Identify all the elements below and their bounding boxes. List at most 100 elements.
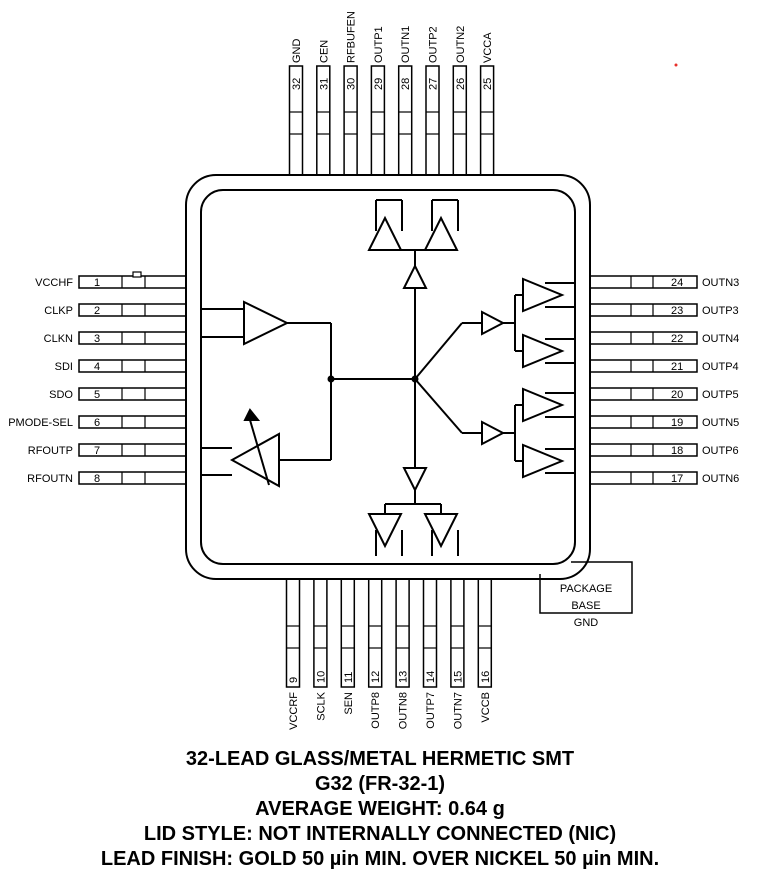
- pin-3: 3 CLKN: [44, 331, 187, 345]
- pin-name: OUTN4: [702, 333, 739, 345]
- pin-name: PMODE-SEL: [8, 417, 73, 429]
- pin-name: RFOUTP: [28, 445, 73, 457]
- pin-number: 8: [94, 473, 100, 485]
- pin-number: 27: [428, 78, 440, 90]
- pin-name: SEN: [343, 692, 355, 715]
- caption-line-5: LEAD FINISH: GOLD 50 µin MIN. OVER NICKE…: [100, 848, 660, 870]
- pin-number: 3: [94, 333, 100, 345]
- pin-number: 16: [480, 671, 492, 683]
- pin-31: 31 CEN: [316, 40, 331, 176]
- pin-name: OUTP2: [428, 26, 440, 63]
- pin-number: 17: [671, 473, 683, 485]
- pin-21: 21 OUTP4: [589, 359, 739, 373]
- pin-number: 1: [94, 277, 100, 289]
- pin-name: GND: [291, 39, 303, 64]
- pin-name: SCLK: [315, 691, 327, 720]
- pin-7: 7 RFOUTP: [28, 443, 187, 457]
- pin-name: VCCRF: [288, 692, 300, 730]
- pin-number: 13: [398, 671, 410, 683]
- package-base-line-1: PACKAGE: [560, 583, 612, 595]
- pin-number: 18: [671, 445, 683, 457]
- pin-name: OUTN6: [702, 473, 739, 485]
- pin-27: 27 OUTP2: [425, 26, 440, 176]
- caption-line-2: G32 (FR-32-1): [314, 773, 446, 795]
- package-base-line-3: GND: [574, 617, 599, 629]
- package-base-tab: PACKAGE BASE GND: [539, 561, 633, 629]
- package-base-line-2: BASE: [571, 600, 600, 612]
- pin-17: 17 OUTN6: [589, 471, 739, 485]
- pin-number: 21: [671, 361, 683, 373]
- caption-line-1: 32-LEAD GLASS/METAL HERMETIC SMT: [185, 748, 575, 770]
- pin-number: 2: [94, 305, 100, 317]
- pin-1: 1 VCCHF: [35, 271, 187, 289]
- pin-24: 24 OUTN3: [589, 275, 739, 289]
- pin-number: 20: [671, 389, 683, 401]
- internal-circuit: [201, 199, 575, 556]
- pin-number: 11: [343, 672, 355, 683]
- pin-number: 4: [94, 361, 100, 373]
- pin-name: CLKP: [44, 305, 73, 317]
- pin-29: 29 OUTP1: [370, 26, 386, 176]
- marker-dot: [674, 63, 678, 67]
- pin-18: 18 OUTP6: [589, 443, 739, 457]
- pin-number: 9: [288, 677, 300, 683]
- pin-number: 31: [318, 78, 330, 90]
- pin-name: VCCHF: [35, 277, 73, 289]
- pin-number: 5: [94, 389, 100, 401]
- pins-layer: 32GND31CEN30RFBUFEN29OUTP128OUTN127OUTP2…: [8, 11, 739, 730]
- pin-name: SDI: [55, 361, 73, 373]
- pin-25: 25 VCCA: [479, 32, 495, 176]
- pin-name: OUTP6: [702, 445, 739, 457]
- package-outline: [185, 174, 591, 580]
- pin-name: OUTP1: [373, 26, 385, 63]
- pin-19: 19 OUTN5: [589, 415, 739, 429]
- pin-name: OUTN3: [702, 277, 739, 289]
- pin-1-index-mark: [132, 271, 142, 278]
- pin-name: CEN: [318, 40, 330, 63]
- pin-26: 26 OUTN2: [452, 26, 468, 176]
- pin-6: 6 PMODE-SEL: [8, 415, 187, 429]
- pin-name: OUTP3: [702, 305, 739, 317]
- pin-number: 23: [671, 305, 683, 317]
- pin-name: OUTP8: [370, 692, 382, 729]
- pin-5: 5 SDO: [49, 387, 187, 401]
- caption-line-4: LID STYLE: NOT INTERNALLY CONNECTED (NIC…: [143, 823, 617, 845]
- pin-number: 6: [94, 417, 100, 429]
- pin-name: OUTN8: [398, 692, 410, 729]
- pin-number: 7: [94, 445, 100, 457]
- pin-name: CLKN: [44, 333, 73, 345]
- pin-name: VCCA: [482, 32, 494, 63]
- pin-name: OUTP4: [702, 361, 739, 373]
- pin-4: 4 SDI: [55, 359, 187, 373]
- pin-number: 24: [671, 277, 683, 289]
- pin-number: 28: [400, 78, 412, 90]
- pin-name: OUTN2: [455, 26, 467, 63]
- pin-name: OUTN5: [702, 417, 739, 429]
- pin-name: RFOUTN: [27, 473, 73, 485]
- pin-number: 12: [370, 671, 382, 683]
- die-outline: [200, 189, 576, 565]
- pin-20: 20 OUTP5: [589, 387, 739, 401]
- pin-number: 29: [373, 78, 385, 90]
- pin-23: 23 OUTP3: [589, 303, 739, 317]
- pin-number: 15: [452, 671, 464, 683]
- pin-2: 2 CLKP: [44, 303, 187, 317]
- pin-number: 25: [482, 78, 494, 90]
- pin-name: RFBUFEN: [346, 11, 358, 63]
- pin-name: OUTP5: [702, 389, 739, 401]
- pin-number: 10: [315, 671, 327, 683]
- pin-name: OUTP7: [425, 692, 437, 729]
- pin-number: 14: [425, 671, 437, 683]
- pin-number: 26: [455, 78, 467, 90]
- pin-number: 19: [671, 417, 683, 429]
- pin-name: SDO: [49, 389, 73, 401]
